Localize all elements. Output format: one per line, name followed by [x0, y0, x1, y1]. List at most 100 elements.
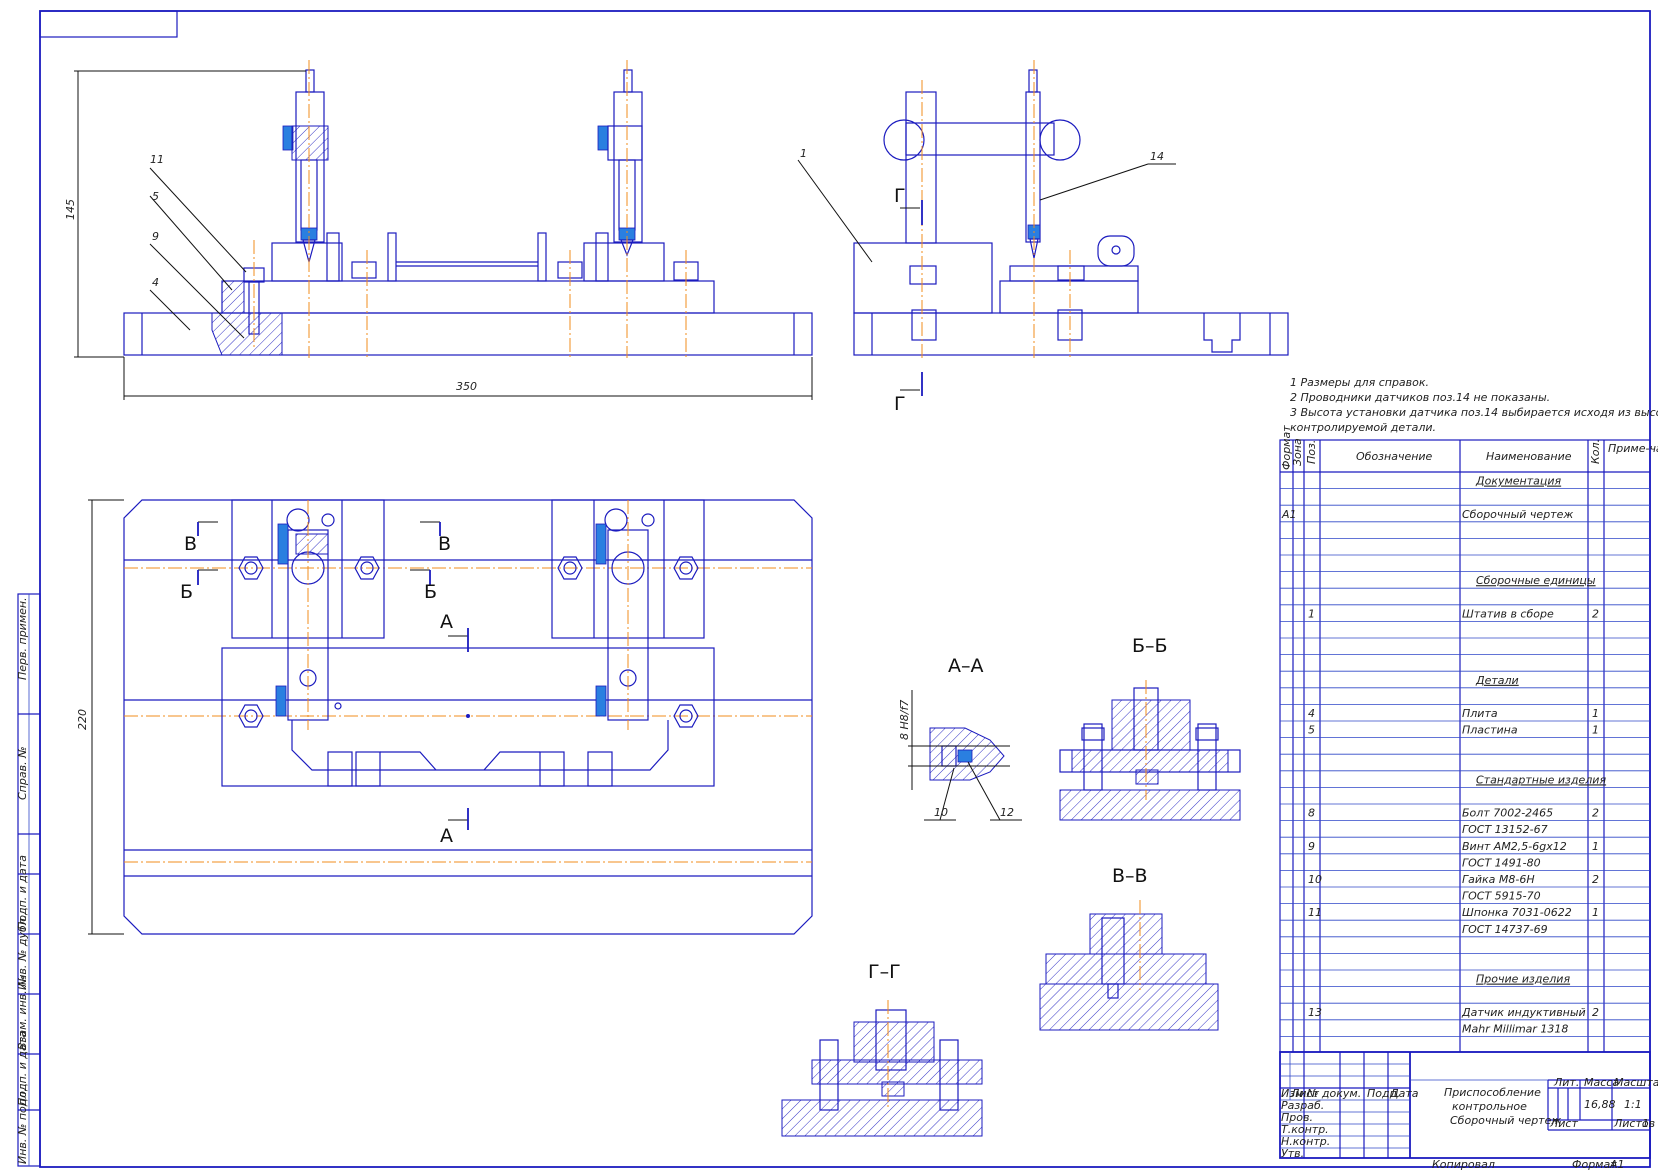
- tb-person-1: Пров.: [1281, 1111, 1313, 1124]
- spec-cell-name: Датчик индуктивный: [1461, 1006, 1586, 1019]
- section-bb-label: Б–Б: [1132, 635, 1168, 657]
- hex-nuts: [238, 556, 699, 728]
- stamp-text-5: Взам. инв. №: [16, 975, 29, 1050]
- spec-cell-pos: 13: [1308, 1006, 1322, 1019]
- side-stamp: Перв. примен. Справ. № Подп. и дата Инв.…: [16, 593, 41, 1167]
- tb-title-line2: контрольное: [1452, 1100, 1527, 1113]
- tb-scale-label: Масштаб: [1614, 1076, 1658, 1089]
- spec-cell-name: Стандартные изделия: [1476, 773, 1606, 786]
- leader-5: 5: [152, 190, 159, 203]
- tb-role-3: Подп.: [1367, 1087, 1400, 1100]
- section-bb: Б–Б: [1059, 635, 1241, 821]
- cut-v-left: В: [184, 533, 197, 555]
- technical-notes: 1 Размеры для справок. 2 Проводники датч…: [1290, 376, 1658, 434]
- spec-cell-qty: 1: [1592, 906, 1599, 919]
- tb-role-4: Дата: [1389, 1087, 1419, 1100]
- spec-cell-name: Детали: [1475, 674, 1519, 687]
- side-view: Г Г 1 14: [797, 60, 1289, 415]
- spec-cell-name: Шпонка 7031-0622: [1462, 906, 1572, 919]
- leader-14: 14: [1150, 150, 1164, 163]
- dim-width: 220: [76, 709, 89, 730]
- tb-role-2: № докум.: [1306, 1087, 1361, 1100]
- tb-format-label: Формат: [1572, 1158, 1617, 1171]
- spec-cell-name: Винт АМ2,5-6gх12: [1462, 840, 1567, 853]
- tb-title-line1: Приспособление: [1444, 1086, 1541, 1099]
- tb-role-1: Лист: [1290, 1087, 1319, 1100]
- tb-mass: 16,88: [1584, 1098, 1616, 1111]
- spec-cell-name: Сборочные единицы: [1476, 574, 1596, 587]
- note-1: 1 Размеры для справок.: [1290, 376, 1429, 389]
- spec-cell-qty: 1: [1592, 724, 1599, 737]
- spec-header-name: Наименование: [1486, 450, 1572, 463]
- sheet-frame: [39, 10, 1651, 1168]
- note-2: 2 Проводники датчиков поз.14 не показаны…: [1290, 391, 1550, 404]
- title-block: Изм. Лист № докум. Подп. Дата Разраб. Пр…: [1279, 1051, 1658, 1171]
- spec-cell-name: Пластина: [1462, 724, 1518, 737]
- spec-cell-pos: 1: [1308, 607, 1315, 620]
- spec-cell-qty: 1: [1592, 707, 1599, 720]
- leader-12: 12: [1000, 806, 1014, 819]
- spec-cell-name: Прочие изделия: [1476, 973, 1570, 986]
- stamp-text-4: Инв. № дубл.: [16, 915, 29, 990]
- tb-sheet-label: Лист: [1549, 1117, 1578, 1130]
- tb-format-value: А1: [1609, 1158, 1625, 1171]
- spec-cell-name: Mahr Millimar 1318: [1462, 1022, 1568, 1035]
- spec-header-zone: Зона: [1291, 438, 1304, 466]
- front-view: 145 350 11 5 9 4: [64, 60, 813, 400]
- tb-person-2: Т.контр.: [1281, 1123, 1329, 1136]
- stamp-text-3: Подп. и дата: [16, 855, 29, 930]
- spec-cell-name: Сборочный чертеж: [1462, 508, 1573, 521]
- tb-copied: Копировал: [1432, 1158, 1495, 1171]
- dim-height: 145: [64, 199, 77, 220]
- stamp-text-2: Справ. №: [16, 746, 29, 800]
- spec-cell-qty: 1: [1592, 840, 1599, 853]
- tb-scale: 1:1: [1624, 1098, 1642, 1111]
- tb-role-0: Изм.: [1281, 1087, 1307, 1100]
- tb-person-5: Утв.: [1281, 1147, 1304, 1160]
- spec-cell-qty: 2: [1592, 873, 1599, 886]
- spec-cell-name: ГОСТ 14737-69: [1462, 923, 1548, 936]
- spec-header-qty: Кол.: [1589, 439, 1602, 464]
- leader-1: 1: [800, 147, 807, 160]
- tb-doc-type: Сборочный чертеж: [1450, 1114, 1561, 1127]
- spec-cell-pos: 9: [1308, 840, 1315, 853]
- section-vv: В–В: [1039, 865, 1219, 1031]
- section-vv-label: В–В: [1112, 865, 1148, 887]
- dim-fit: 8 H8/f7: [898, 700, 911, 740]
- tb-lit-label: Лит.: [1553, 1076, 1579, 1089]
- spec-cell-qty: 2: [1592, 807, 1599, 820]
- spec-cell-name: Штатив в сборе: [1462, 607, 1554, 620]
- cut-g-bottom: Г: [894, 393, 906, 415]
- leader-11: 11: [150, 153, 164, 166]
- note-3: 3 Высота установки датчика поз.14 выбира…: [1290, 406, 1658, 419]
- spec-cell-name: Плита: [1462, 707, 1498, 720]
- spec-cell-format: А1: [1281, 508, 1297, 521]
- spec-cell-name: ГОСТ 5915-70: [1462, 890, 1541, 903]
- plan-view: 220 В В Б Б А А: [76, 499, 813, 935]
- tb-person-0: Разраб.: [1281, 1099, 1324, 1112]
- stamp-text-6: Подп. и дата: [16, 1031, 29, 1106]
- spec-header-format: Формат: [1280, 425, 1293, 470]
- spec-cell-name: Болт 7002-2465: [1462, 807, 1553, 820]
- stamp-text-7: Инв. № подл.: [16, 1088, 29, 1164]
- section-gg-label: Г–Г: [868, 961, 901, 983]
- spec-cell-qty: 2: [1592, 607, 1599, 620]
- specification-table: Формат Зона Поз. Обозначение Наименовани…: [1279, 425, 1658, 1053]
- section-aa: А–А 8 H8/f7 10 12: [898, 655, 1022, 821]
- cut-v-right: В: [438, 533, 451, 555]
- cut-b-right: Б: [424, 581, 437, 603]
- tb-person-4: Н.контр.: [1281, 1135, 1330, 1148]
- spec-cell-qty: 2: [1592, 1006, 1599, 1019]
- spec-cell-name: Гайка М8-6Н: [1462, 873, 1535, 886]
- note-4: контролируемой детали.: [1290, 421, 1436, 434]
- tb-sheets-value: 1: [1642, 1117, 1649, 1130]
- tb-mass-label: Масса: [1584, 1076, 1619, 1089]
- dim-length: 350: [456, 380, 477, 393]
- spec-header-pos: Поз.: [1305, 440, 1318, 464]
- tb-sheets-label: Листов: [1613, 1117, 1655, 1130]
- leader-9: 9: [152, 230, 159, 243]
- cut-g-top: Г: [894, 185, 906, 207]
- section-gg: Г–Г: [781, 961, 983, 1137]
